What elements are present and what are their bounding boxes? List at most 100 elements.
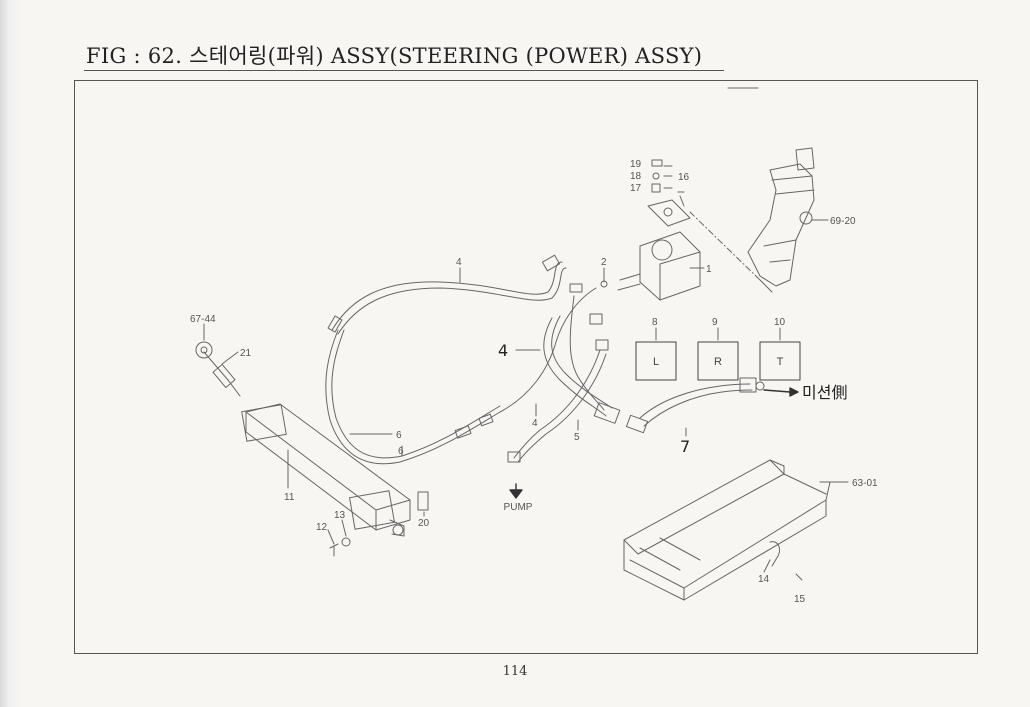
page-number: 114 (502, 664, 528, 679)
chassis-rail-front (629, 481, 831, 589)
callout-9: 9 (712, 317, 718, 328)
mission-arrow-line (763, 389, 791, 393)
hose-6-loop-edge (331, 329, 501, 459)
column-bushing (799, 211, 813, 225)
washer-13 (341, 537, 351, 547)
page-binding-edge (0, 0, 22, 707)
port-box-r-label: R (714, 356, 722, 368)
callout-6b: 6 (398, 446, 404, 457)
hose-6-loop (325, 287, 597, 465)
port-box-r (697, 341, 739, 381)
callout-8: 8 (652, 317, 658, 328)
alignment-line-end (759, 279, 773, 293)
steering-valve-edges (639, 245, 701, 301)
callout-21: 21 (240, 348, 252, 359)
steering-column-ribs (763, 175, 815, 263)
hose-fitting (589, 313, 603, 325)
hose-fitting (478, 413, 494, 427)
callout-63-01: 63-01 (852, 478, 878, 489)
power-cylinder-end (375, 499, 411, 531)
bolt-20 (417, 491, 429, 511)
tie-rod (203, 351, 241, 397)
callout-4-low: 4 (532, 418, 538, 429)
hose-4-top-edge (337, 267, 567, 335)
port-fittings-2 (617, 273, 641, 291)
port-box-l (635, 341, 677, 381)
mount-plate-16 (647, 199, 691, 227)
callout-4-handwritten: 4 (498, 341, 508, 360)
hose-fitting-nut (755, 381, 765, 391)
callout-14: 14 (758, 574, 770, 585)
hose-fitting (507, 451, 521, 463)
bolt-12 (329, 543, 339, 557)
hose-fitting (327, 315, 343, 333)
mission-arrow-head (789, 387, 799, 397)
figure-title: FIG : 62. 스테어링(파워) ASSY(STEERING (POWER)… (86, 44, 703, 68)
callout-5: 5 (574, 432, 580, 443)
hose-fitting (625, 414, 649, 434)
callout-19: 19 (630, 159, 642, 170)
diagram-frame (74, 80, 978, 654)
callout-67-44: 67-44 (190, 314, 216, 325)
mount-plate-hole (663, 207, 673, 217)
bolt-15 (795, 573, 803, 581)
callout-20: 20 (418, 518, 430, 529)
pump-label: PUMP (504, 502, 533, 513)
steering-valve-boss (651, 239, 673, 261)
alignment-line (689, 211, 761, 281)
hose-fitting (569, 283, 583, 293)
power-cylinder-side (245, 411, 377, 531)
ball-joint-center (200, 346, 208, 354)
callout-18: 18 (630, 171, 642, 182)
cylinder-end-block (241, 404, 287, 442)
ball-joint (195, 341, 213, 359)
mission-side-note: 미션側 (802, 383, 847, 402)
callout-11: 11 (284, 492, 295, 503)
callout-2: 2 (601, 257, 607, 268)
callout-1: 1 (706, 264, 712, 275)
chassis-rail-back (623, 459, 785, 555)
hose-7 (639, 383, 751, 419)
hose-5 (569, 295, 605, 411)
hose-fitting (595, 339, 609, 351)
callout-15: 15 (794, 594, 806, 605)
callout-69-20: 69-20 (830, 216, 856, 227)
chassis-side (683, 459, 827, 601)
cylinder-rod-eye (392, 524, 404, 536)
callout-12: 12 (316, 522, 328, 533)
hose-4-top (331, 261, 563, 331)
cylinder-end-block (349, 490, 395, 530)
hose-fitting (454, 425, 472, 439)
steering-valve-body (639, 231, 701, 301)
callout-6: 6 (396, 430, 402, 441)
pin-16 (677, 191, 685, 207)
callout-17: 17 (630, 183, 642, 194)
port-box-t (759, 341, 801, 381)
steering-column-top (795, 147, 815, 171)
port-box-l-label: L (653, 356, 659, 368)
callout-4-top: 4 (456, 257, 462, 268)
callout-13: 13 (334, 510, 346, 521)
hose-to-pump-edge (517, 353, 607, 463)
leader-14 (763, 559, 771, 573)
title-underline (84, 70, 724, 71)
steering-column-frame (747, 163, 815, 287)
hose-7-edge (643, 389, 753, 427)
hose-to-pump (513, 349, 601, 459)
leader-12 (327, 529, 335, 545)
callout-10: 10 (774, 317, 786, 328)
hose-4-lower-edge (551, 315, 613, 409)
hose-fitting (541, 254, 561, 272)
tie-rod-sleeve (212, 363, 236, 389)
callout-16: 16 (678, 172, 690, 183)
washer-18 (652, 172, 660, 180)
chassis-end-plate (623, 539, 685, 601)
u-clamp-14 (769, 541, 781, 567)
bolt-19 (651, 159, 663, 167)
chassis-crossmember (639, 537, 701, 571)
leader-17-19 (663, 165, 673, 189)
leader-8-10 (655, 327, 781, 341)
pump-arrow-head (509, 489, 523, 499)
nut-17 (651, 183, 661, 193)
